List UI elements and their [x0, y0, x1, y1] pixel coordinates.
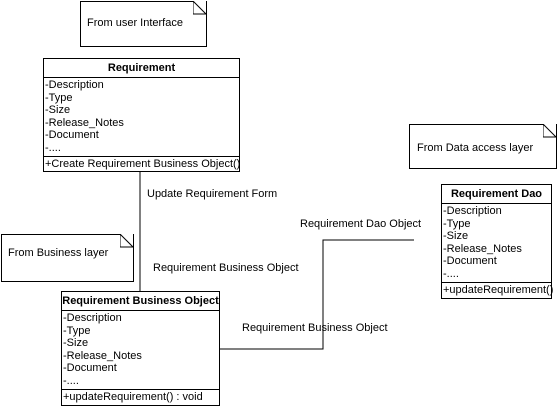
note-text: From Business layer	[8, 247, 109, 259]
class-operations: +updateRequirement() : void	[62, 390, 219, 405]
business-object-to-dao-line	[219, 239, 414, 350]
operation: +Create Requirement Business Object()	[45, 157, 241, 170]
attribute: -Description	[63, 312, 122, 324]
attribute: -Type	[63, 324, 91, 337]
class-operations: +updateRequirement()	[442, 283, 554, 298]
attribute: -Document	[63, 362, 117, 375]
attribute: -Type	[45, 91, 73, 104]
class-title: Requirement Dao	[442, 185, 551, 204]
attribute: -Size	[443, 230, 469, 243]
attribute: -Description	[45, 79, 104, 91]
attribute: -Document	[443, 255, 497, 268]
folded-corner-icon	[543, 124, 557, 138]
class-attributes: -Description -Type -Size -Release_Notes …	[44, 78, 239, 157]
note-from-business-layer: From Business layer	[1, 234, 134, 282]
operation: +updateRequirement() : void	[63, 390, 203, 403]
requirement-business-object-class[interactable]: Requirement Business Object -Description…	[61, 291, 220, 406]
attribute: -Type	[443, 217, 471, 230]
attribute: -....	[443, 267, 459, 280]
note-from-data-access-layer: From Data access layer	[409, 124, 557, 169]
label-requirement-business-object-upper: Requirement Business Object	[153, 262, 299, 274]
folded-corner-icon	[120, 234, 134, 248]
attribute: -....	[63, 374, 79, 387]
attribute: -Size	[45, 104, 71, 117]
requirement-class[interactable]: Requirement -Description -Type -Size -Re…	[43, 58, 240, 172]
note-from-user-interface: From user Interface	[80, 1, 207, 47]
class-title: Requirement Business Object	[62, 292, 219, 311]
attribute: -Size	[63, 337, 89, 350]
class-attributes: -Description -Type -Size -Release_Notes …	[62, 311, 219, 390]
attribute: -Description	[443, 205, 502, 217]
class-operations: +Create Requirement Business Object()	[44, 157, 241, 172]
label-requirement-business-object-lower: Requirement Business Object	[242, 322, 388, 334]
attribute: -Release_Notes	[443, 242, 522, 255]
label-update-requirement-form: Update Requirement Form	[147, 188, 278, 200]
attribute: -Release_Notes	[45, 116, 124, 129]
operation: +updateRequirement()	[443, 283, 554, 296]
requirement-dao-class[interactable]: Requirement Dao -Description -Type -Size…	[441, 184, 554, 299]
note-text: From user Interface	[87, 17, 183, 29]
attribute: -Document	[45, 129, 99, 142]
class-title: Requirement	[44, 59, 239, 78]
label-requirement-dao-object: Requirement Dao Object	[300, 218, 422, 230]
attribute: -....	[45, 141, 61, 154]
attribute: -Release_Notes	[63, 349, 142, 362]
folded-corner-icon	[193, 1, 207, 15]
class-attributes: -Description -Type -Size -Release_Notes …	[442, 204, 551, 283]
note-text: From Data access layer	[417, 142, 534, 154]
